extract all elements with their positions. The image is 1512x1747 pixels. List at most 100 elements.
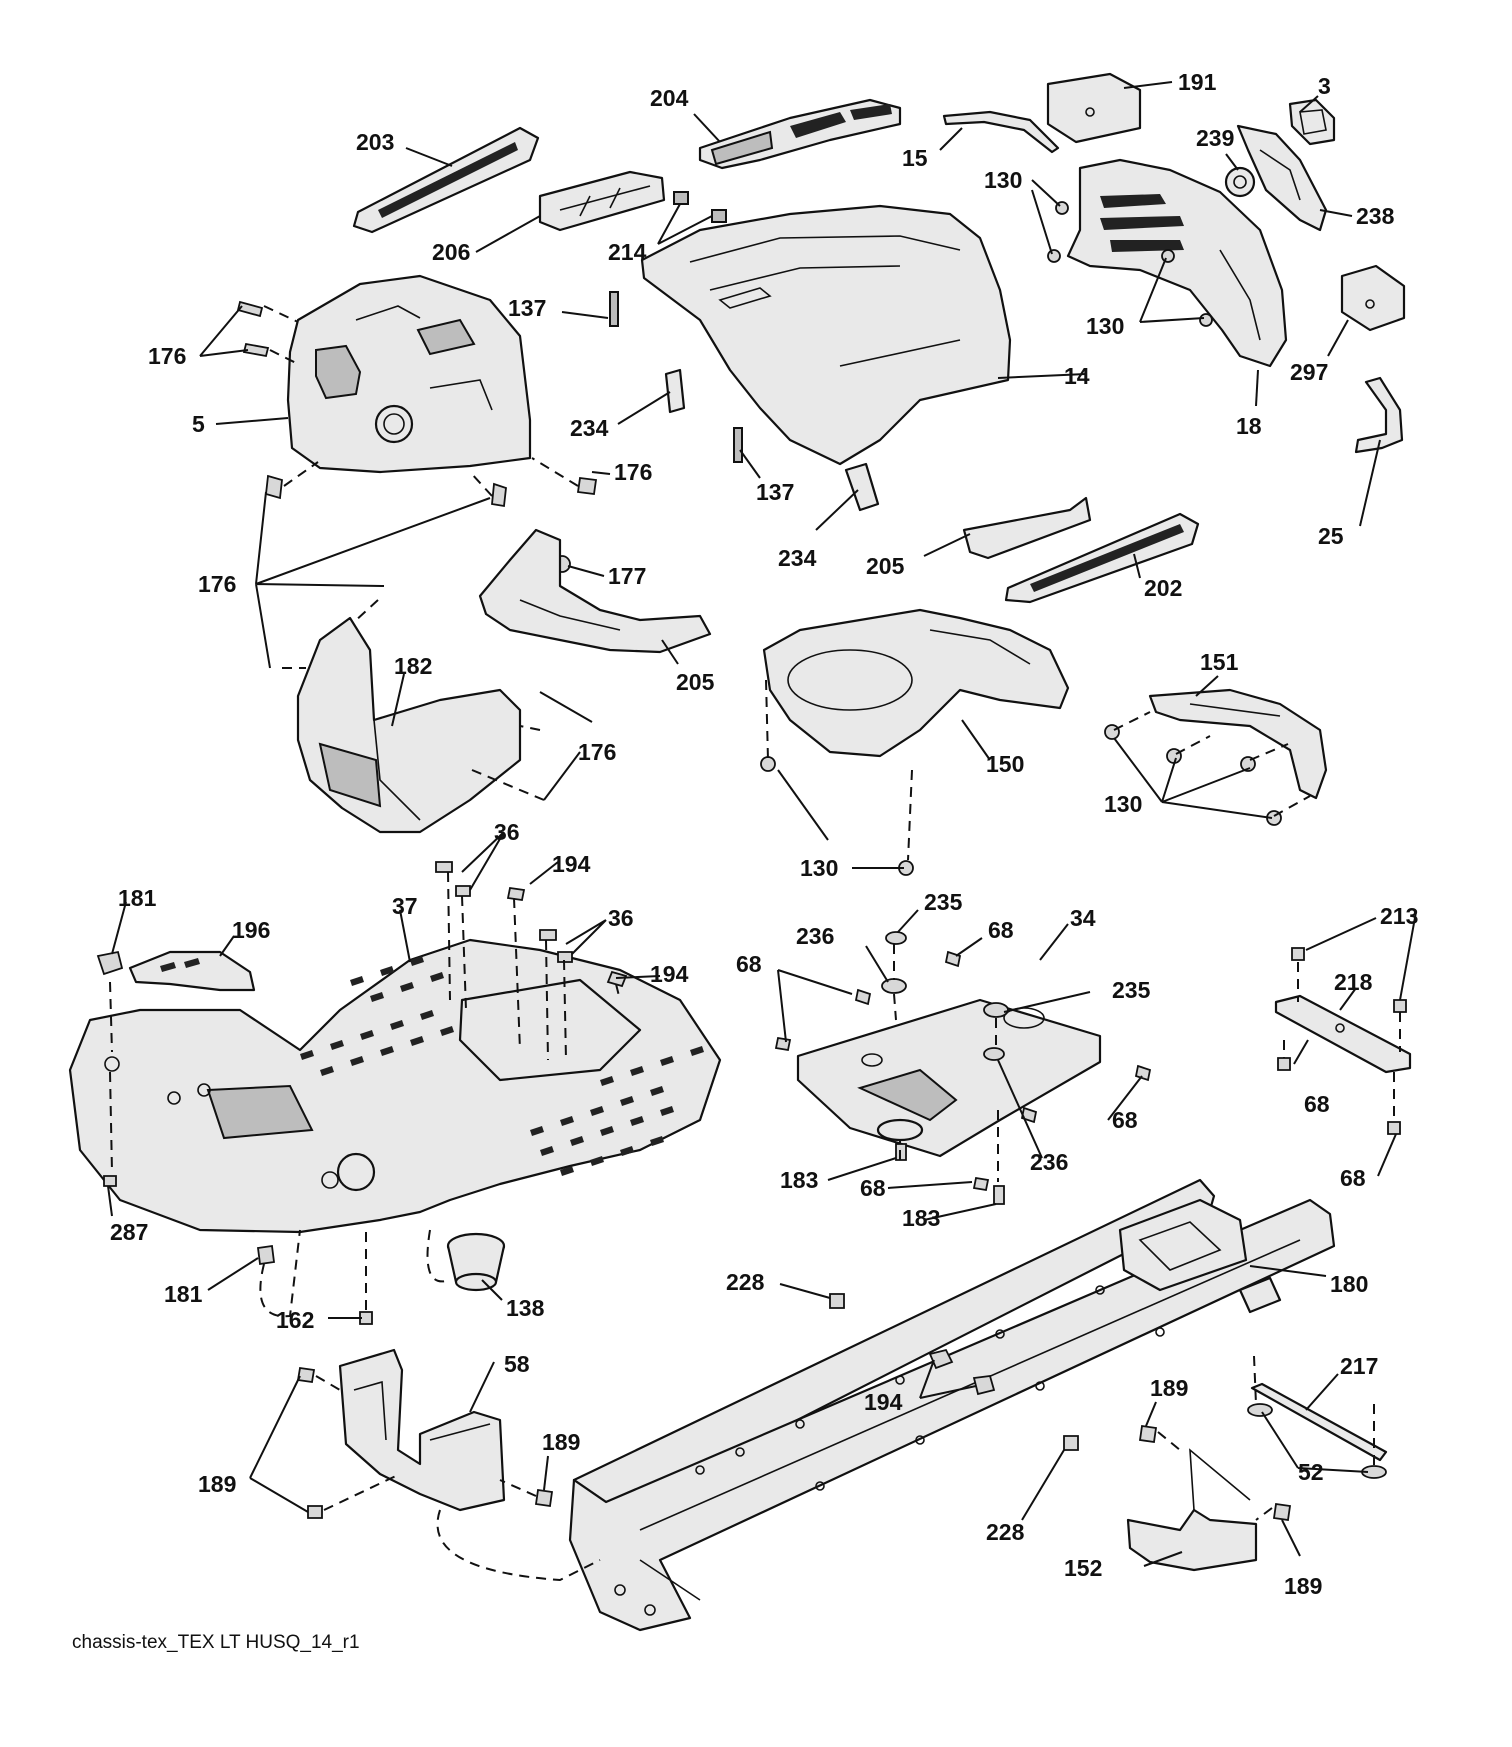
label-236-lower: 236 xyxy=(1030,1149,1068,1175)
part-180-frame-holes xyxy=(614,1285,1165,1616)
label-176-lower: 176 xyxy=(578,739,616,765)
label-203: 203 xyxy=(356,129,394,155)
label-15: 15 xyxy=(902,145,928,171)
part-138-boot xyxy=(446,1232,506,1292)
part-137-strips xyxy=(609,291,743,463)
label-194-top: 194 xyxy=(552,851,591,877)
label-218: 218 xyxy=(1334,969,1373,995)
part-204-vent-cover xyxy=(698,98,902,170)
part-18-front-grille xyxy=(1066,158,1288,368)
label-234-upper: 234 xyxy=(570,415,609,441)
label-228-bottom: 228 xyxy=(986,1519,1025,1545)
label-238: 238 xyxy=(1356,203,1395,229)
label-137-upper: 137 xyxy=(508,295,546,321)
part-182-lower-dash xyxy=(296,616,522,834)
part-214-clips xyxy=(673,191,727,223)
part-202-grille xyxy=(1004,512,1200,604)
label-52: 52 xyxy=(1298,1459,1324,1485)
label-205-lower: 205 xyxy=(676,669,715,695)
label-180: 180 xyxy=(1330,1271,1368,1297)
part-205-bracket-lower xyxy=(478,528,712,654)
label-235-mid: 235 xyxy=(1112,977,1151,1003)
label-25: 25 xyxy=(1318,523,1344,549)
part-206-bracket xyxy=(538,170,666,232)
callout-labels: 191 3 204 203 15 239 130 238 206 214 137… xyxy=(110,69,1418,1599)
label-196: 196 xyxy=(232,917,270,943)
label-36-right: 36 xyxy=(608,905,634,931)
label-182: 182 xyxy=(394,653,432,679)
label-138: 138 xyxy=(506,1295,545,1321)
part-194-228-hardware xyxy=(829,1293,1079,1451)
label-191: 191 xyxy=(1178,69,1217,95)
part-176-rivets-top xyxy=(236,300,598,508)
label-234-lower: 234 xyxy=(778,545,817,571)
label-150: 150 xyxy=(986,751,1024,777)
label-34: 34 xyxy=(1070,905,1096,931)
label-130-mid: 130 xyxy=(1086,313,1124,339)
label-58: 58 xyxy=(504,1351,530,1377)
part-37-vent-slots xyxy=(300,956,704,1176)
label-189-frame: 189 xyxy=(542,1429,580,1455)
label-176-top: 176 xyxy=(148,343,186,369)
label-130-pan: 130 xyxy=(800,855,838,881)
part-152-bracket xyxy=(1126,1448,1258,1572)
label-68-top: 68 xyxy=(988,917,1014,943)
part-297-foam xyxy=(1340,264,1406,332)
label-5: 5 xyxy=(192,411,205,437)
part-fasteners-fender xyxy=(103,861,628,1325)
part-189-bolts xyxy=(296,1366,1292,1522)
part-68-183-bolts xyxy=(774,950,1152,1205)
part-5-dash-console xyxy=(286,274,532,474)
label-130-bracket: 130 xyxy=(1104,791,1142,817)
part-234-pads xyxy=(664,368,880,512)
diagram-caption: chassis-tex_TEX LT HUSQ_14_r1 xyxy=(72,1632,360,1653)
label-202: 202 xyxy=(1144,575,1182,601)
label-37: 37 xyxy=(392,893,418,919)
label-130-top: 130 xyxy=(984,167,1022,193)
label-239: 239 xyxy=(1196,125,1234,151)
part-180-frame xyxy=(568,1178,1336,1632)
part-14-hood xyxy=(640,204,1012,466)
part-238-side-panel xyxy=(1236,124,1328,232)
label-287: 287 xyxy=(110,1219,148,1245)
label-236-top: 236 xyxy=(796,923,834,949)
part-25-trim xyxy=(1354,376,1404,454)
part-58-bracket xyxy=(338,1348,506,1512)
part-151-bracket xyxy=(1148,688,1328,800)
label-206: 206 xyxy=(432,239,470,265)
label-204: 204 xyxy=(650,85,689,111)
label-235-top: 235 xyxy=(924,889,963,915)
label-181-bottom: 181 xyxy=(164,1281,203,1307)
label-137-lower: 137 xyxy=(756,479,794,505)
label-162: 162 xyxy=(276,1307,314,1333)
leader-lines xyxy=(107,81,1417,1567)
part-235-236-bushings xyxy=(881,931,1009,1061)
label-152: 152 xyxy=(1064,1555,1102,1581)
label-194-frame: 194 xyxy=(864,1389,903,1415)
label-3: 3 xyxy=(1318,73,1331,99)
label-217: 217 xyxy=(1340,1353,1378,1379)
label-68-bar: 68 xyxy=(1340,1165,1366,1191)
label-151: 151 xyxy=(1200,649,1239,675)
label-68-left: 68 xyxy=(736,951,762,977)
label-183-left: 183 xyxy=(780,1167,818,1193)
label-214: 214 xyxy=(608,239,647,265)
part-191-foam xyxy=(1046,72,1142,144)
part-150-pan xyxy=(762,608,1070,758)
label-68-right: 68 xyxy=(1304,1091,1330,1117)
label-205-upper: 205 xyxy=(866,553,905,579)
label-68-bottom: 68 xyxy=(860,1175,886,1201)
part-218-bar xyxy=(1274,947,1412,1135)
label-297: 297 xyxy=(1290,359,1328,385)
label-177: 177 xyxy=(608,563,646,589)
label-183-right: 183 xyxy=(902,1205,940,1231)
part-37-fender xyxy=(68,938,722,1234)
part-196-cover xyxy=(128,950,256,992)
part-205-rail-upper xyxy=(962,496,1092,560)
label-189-plate: 189 xyxy=(1150,1375,1188,1401)
label-189-left: 189 xyxy=(198,1471,236,1497)
label-176-mid: 176 xyxy=(198,571,236,597)
label-181-top: 181 xyxy=(118,885,157,911)
part-15-trim xyxy=(942,110,1060,154)
part-34-motor-plate xyxy=(796,998,1102,1158)
